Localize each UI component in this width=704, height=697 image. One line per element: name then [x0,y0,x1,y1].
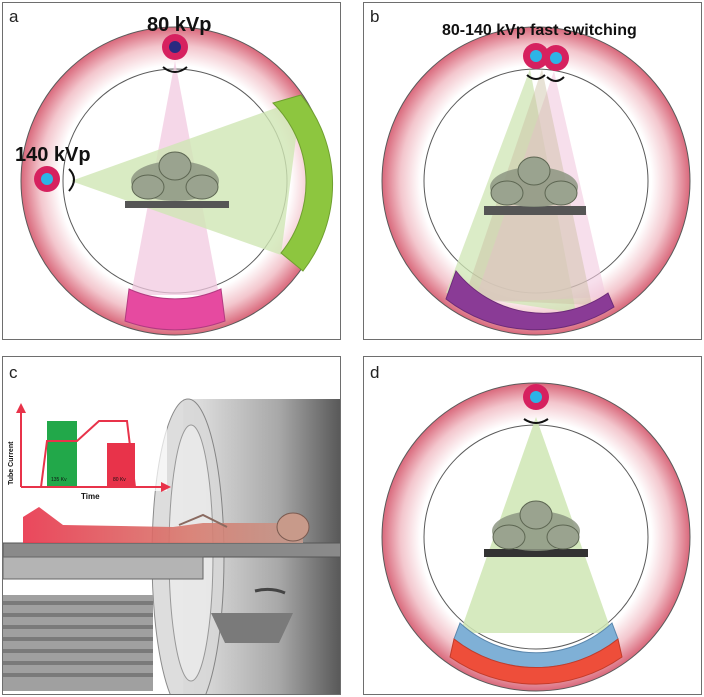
patient-table [125,201,229,208]
label-140kvp: 140 kVp [15,144,91,166]
patient-icon [131,151,219,201]
tube-current-chart: 135 Kv 80 Kv Tube Current Time [8,401,171,501]
panel-letter-c: c [9,363,18,382]
panel-a-diagram: 80 kVp 140 kVp [15,14,334,336]
xray-tube-switching [523,43,569,82]
patient-icon [492,500,580,551]
x-axis-label: Time [81,492,100,501]
patient-table [484,206,586,215]
scanner-handle [254,587,286,595]
patient-body [23,507,310,543]
panel-letter-a: a [9,7,19,26]
xray-tube [523,384,549,424]
panel-b-diagram: 80-140 kVp fast switching [381,22,691,336]
bar1-label: 135 Kv [51,477,67,483]
patient-couch [3,542,340,558]
patient-icon [490,156,578,207]
y-axis-arrow [16,403,26,413]
bar-135kv [47,421,77,487]
y-axis-label: Tube Current [8,441,15,485]
panel-letter-d: d [370,363,380,382]
panel-c-diagram: 135 Kv 80 Kv Tube Current Time [3,398,340,694]
detector-high-energy-layer [449,638,623,685]
panel-b: b 80-140 kVp fast [363,2,702,340]
detector-140kvp [272,94,334,272]
panel-d-diagram [381,382,691,692]
current-profile [40,420,136,488]
panel-d: d [363,356,702,695]
bar2-label: 80 Kv [113,477,126,483]
couch-rail [3,556,204,580]
detector-dual [445,269,615,331]
xray-tube-80kvp [162,34,188,73]
patient-table [484,549,588,557]
panel-a: a [2,2,341,340]
xray-tube-140kvp [34,166,75,192]
label-80kvp: 80 kVp [147,14,211,36]
detector-80kvp [124,288,226,331]
couch-base [3,595,153,691]
x-axis-arrow [161,482,171,492]
scanner-fixture [211,613,293,643]
panel-c: c [2,356,341,695]
panel-letter-b: b [370,7,380,26]
label-fast-switching: 80-140 kVp fast switching [442,22,637,39]
